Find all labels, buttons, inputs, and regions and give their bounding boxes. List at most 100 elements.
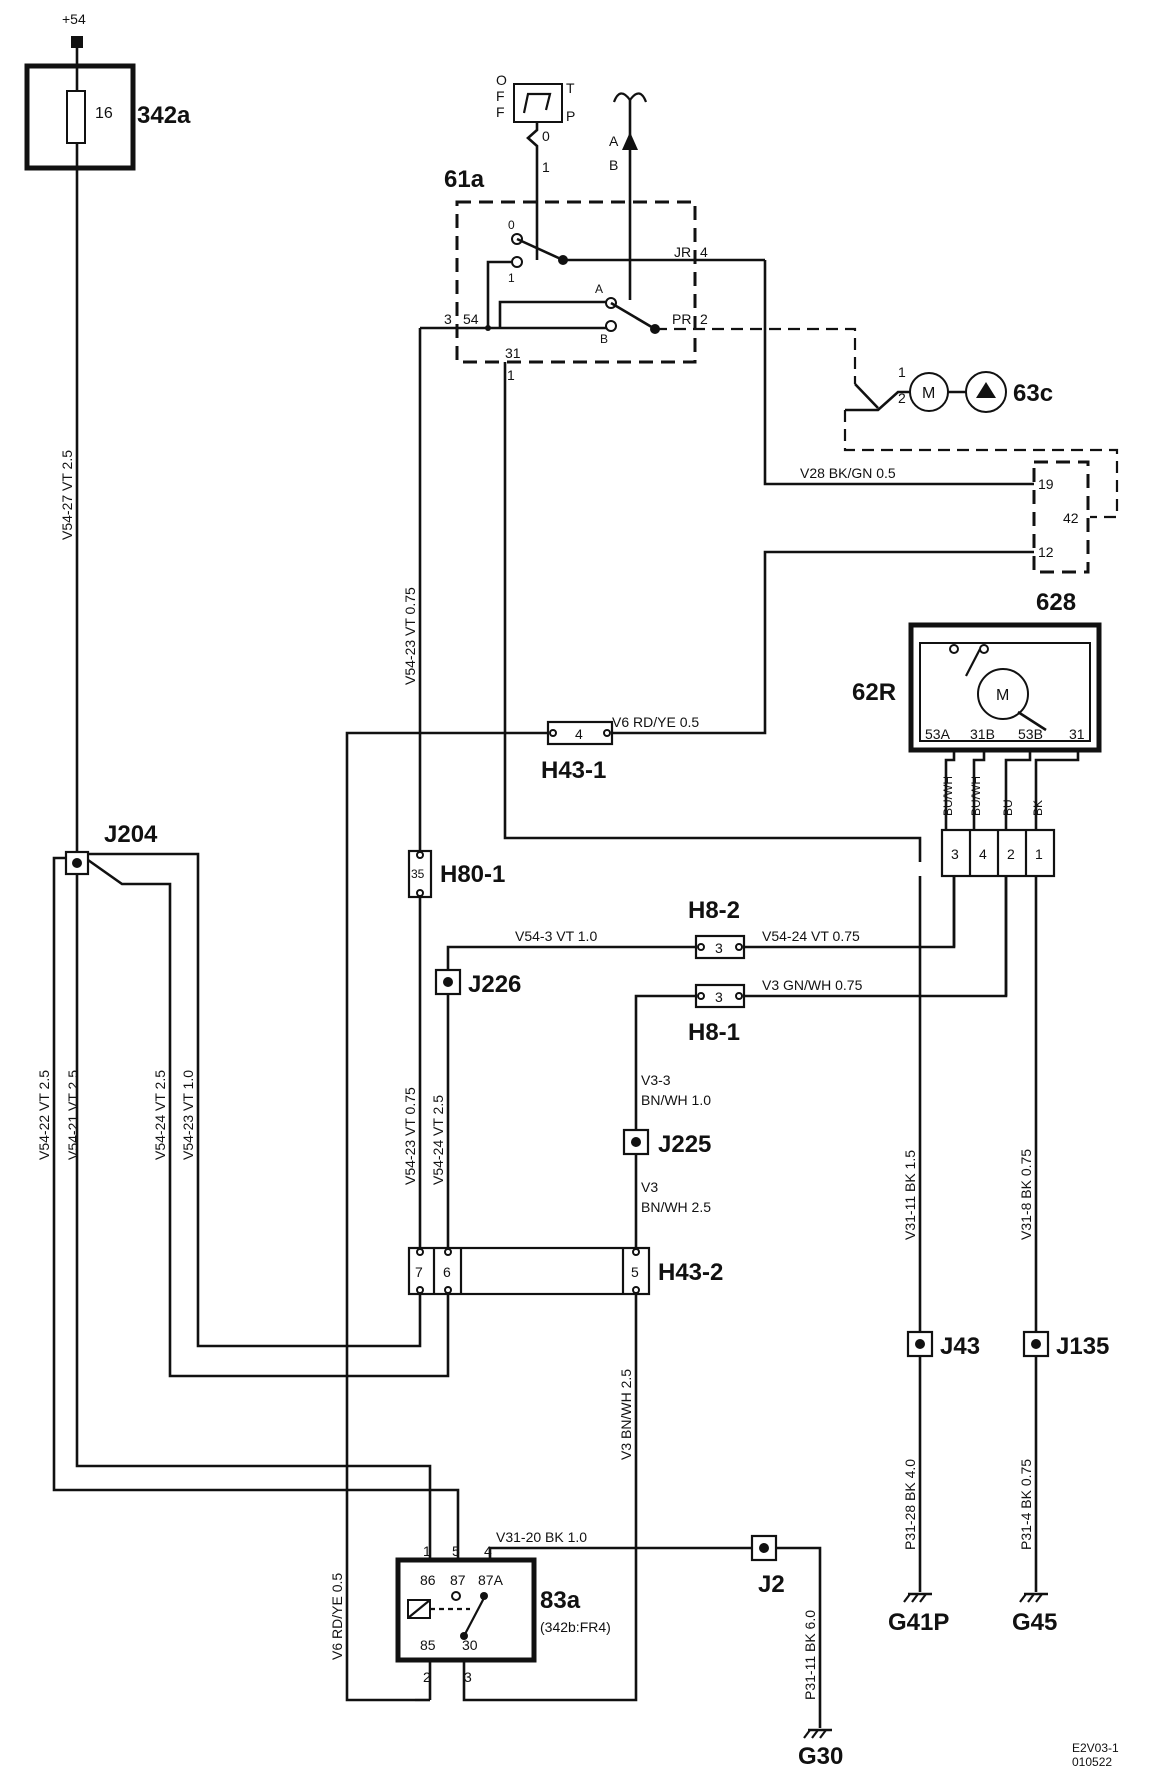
wire-label-v31-8: V31-8 BK 0.75 [1018, 1149, 1034, 1240]
wire-pr-dashed [655, 327, 857, 384]
switch-pin-a: A [595, 282, 603, 296]
h80-1-pin: 35 [411, 867, 425, 881]
switch-pin-54: 54 [463, 311, 479, 327]
wire-label-v31-20: V31-20 BK 1.0 [496, 1529, 587, 1545]
wire-label-v54-22: V54-22 VT 2.5 [36, 1070, 52, 1160]
h43-1-pin: 4 [575, 726, 583, 742]
junction-j135 [1022, 1330, 1050, 1358]
wire-label-v31-11: V31-11 BK 1.5 [902, 1150, 918, 1240]
pump-motor-label: M [922, 385, 935, 402]
h8-2-pin: 3 [715, 940, 723, 956]
box628-pin-42: 42 [1063, 510, 1079, 526]
wire-label-bu-wh2: BU/WH [969, 776, 983, 816]
h43-2-pin-7: 7 [415, 1264, 423, 1280]
box628-pin-19: 19 [1038, 476, 1054, 492]
junction-j2-label: J2 [758, 1571, 785, 1598]
wire-label-v54-27: V54-27 VT 2.5 [59, 450, 75, 540]
wire-label-v3b: BN/WH 2.5 [641, 1199, 711, 1215]
relay-terminal-1: 1 [423, 1543, 431, 1559]
switch-lever-lower [610, 301, 656, 331]
wire-v54-24-v [87, 858, 450, 1378]
h8-1-id: H8-1 [688, 1019, 740, 1046]
pump-pin-1: 1 [898, 364, 906, 380]
wire-label-v3-bnwh: V3 BN/WH 2.5 [618, 1369, 634, 1460]
fuse-number: 16 [95, 105, 113, 122]
wire-v28 [763, 260, 1034, 486]
wire-label-v6-v: V6 RD/YE 0.5 [329, 1573, 345, 1660]
footer-date: 010522 [1072, 1755, 1112, 1769]
footer-code: E2V03-1 [1072, 1741, 1119, 1755]
wire-label-v54-23-low: V54-23 VT 0.75 [402, 1087, 418, 1185]
wire-v54-3 [446, 945, 696, 970]
wire-v6-h [612, 550, 1034, 735]
supply-terminal [71, 36, 83, 48]
ground-g41p-label: G41P [888, 1609, 949, 1636]
switch-pin-4: 4 [700, 244, 708, 260]
wiper-motor-icon [977, 668, 1029, 720]
motor-conn-pin-1: 1 [1035, 846, 1043, 862]
washer-label-b: B [609, 157, 618, 173]
wire-v54-21 [75, 874, 432, 1560]
switch-pin-31: 31 [505, 345, 521, 361]
relay-pin-87: 87 [450, 1572, 466, 1588]
wire-label-v54-21: V54-21 VT 2.5 [65, 1070, 81, 1160]
h43-2-pin-6: 6 [443, 1264, 451, 1280]
washer-label-a: A [609, 133, 619, 149]
switch-pin-3: 3 [444, 311, 452, 327]
wiper-pin-31: 31 [1069, 726, 1085, 742]
wire-label-v3-h: V3 GN/WH 0.75 [762, 977, 863, 993]
pump-pin-2: 2 [898, 390, 906, 406]
motor-conn-pin-3: 3 [951, 846, 959, 862]
junction-j135-label: J135 [1056, 1333, 1109, 1360]
wire-v54-23-v [88, 852, 422, 1348]
fuse-16 [66, 90, 86, 144]
wiper-motor-label: M [996, 687, 1009, 704]
switch-pin-1-bottom: 1 [507, 367, 515, 383]
wire-v3-3 [634, 994, 696, 1130]
relay-terminal-2: 2 [423, 1669, 431, 1685]
h43-2-pin-5: 5 [631, 1264, 639, 1280]
relay-terminal-5: 5 [452, 1543, 460, 1559]
washer-arrow-icon [622, 132, 638, 150]
switch-pin-jr: JR [674, 244, 691, 260]
switch-icon-o: O [496, 72, 507, 88]
switch-icon-p: P [566, 108, 575, 124]
h8-2-id: H8-2 [688, 897, 740, 924]
motor-conn-pin-4: 4 [979, 846, 987, 862]
junction-j225 [622, 1128, 650, 1156]
h43-2-id: H43-2 [658, 1259, 723, 1286]
switch-icon-t: T [566, 80, 575, 96]
relay-box-628-id: 628 [1036, 589, 1076, 616]
relay-pin-87a: 87A [478, 1572, 504, 1588]
junction-j204-label: J204 [104, 821, 158, 848]
wire-label-v6-h: V6 RD/YE 0.5 [612, 714, 699, 730]
wire-v31-20 [488, 1546, 764, 1560]
wire-v3-bnwh [462, 1294, 638, 1702]
switch-icon-f2: F [496, 104, 505, 120]
wiper-pin-53b: 53B [1018, 726, 1043, 742]
switch-contact-b [605, 320, 617, 332]
relay-id: 83a [540, 1587, 581, 1614]
wiper-pin-31b: 31B [970, 726, 995, 742]
wire-label-v54-24-h: V54-24 VT 0.75 [762, 928, 860, 944]
relay-pin-86: 86 [420, 1572, 436, 1588]
motor-conn-pin-2: 2 [1007, 846, 1015, 862]
supply-label: +54 [62, 11, 86, 27]
switch-pin-1: 1 [508, 271, 515, 285]
wire-label-bu-wh1: BU/WH [941, 776, 955, 816]
wire-label-v3-3a: V3-3 [641, 1072, 671, 1088]
wire-label-v54-23-v: V54-23 VT 1.0 [180, 1070, 196, 1160]
switch-pin-b: B [600, 332, 608, 346]
relay-pin-30: 30 [462, 1637, 478, 1653]
switch-icon-f1: F [496, 88, 505, 104]
switch-61a-box [455, 200, 697, 364]
h80-1-id: H80-1 [440, 861, 505, 888]
junction-j225-label: J225 [658, 1131, 711, 1158]
wire-label-v3-3b: BN/WH 1.0 [641, 1092, 711, 1108]
switch-pin-pr: PR [672, 311, 691, 327]
wire-switch-31-ground [503, 362, 922, 862]
wire-label-p31-28: P31-28 BK 4.0 [902, 1459, 918, 1550]
relay-switch-icon [463, 1597, 485, 1637]
junction-j43-label: J43 [940, 1333, 980, 1360]
